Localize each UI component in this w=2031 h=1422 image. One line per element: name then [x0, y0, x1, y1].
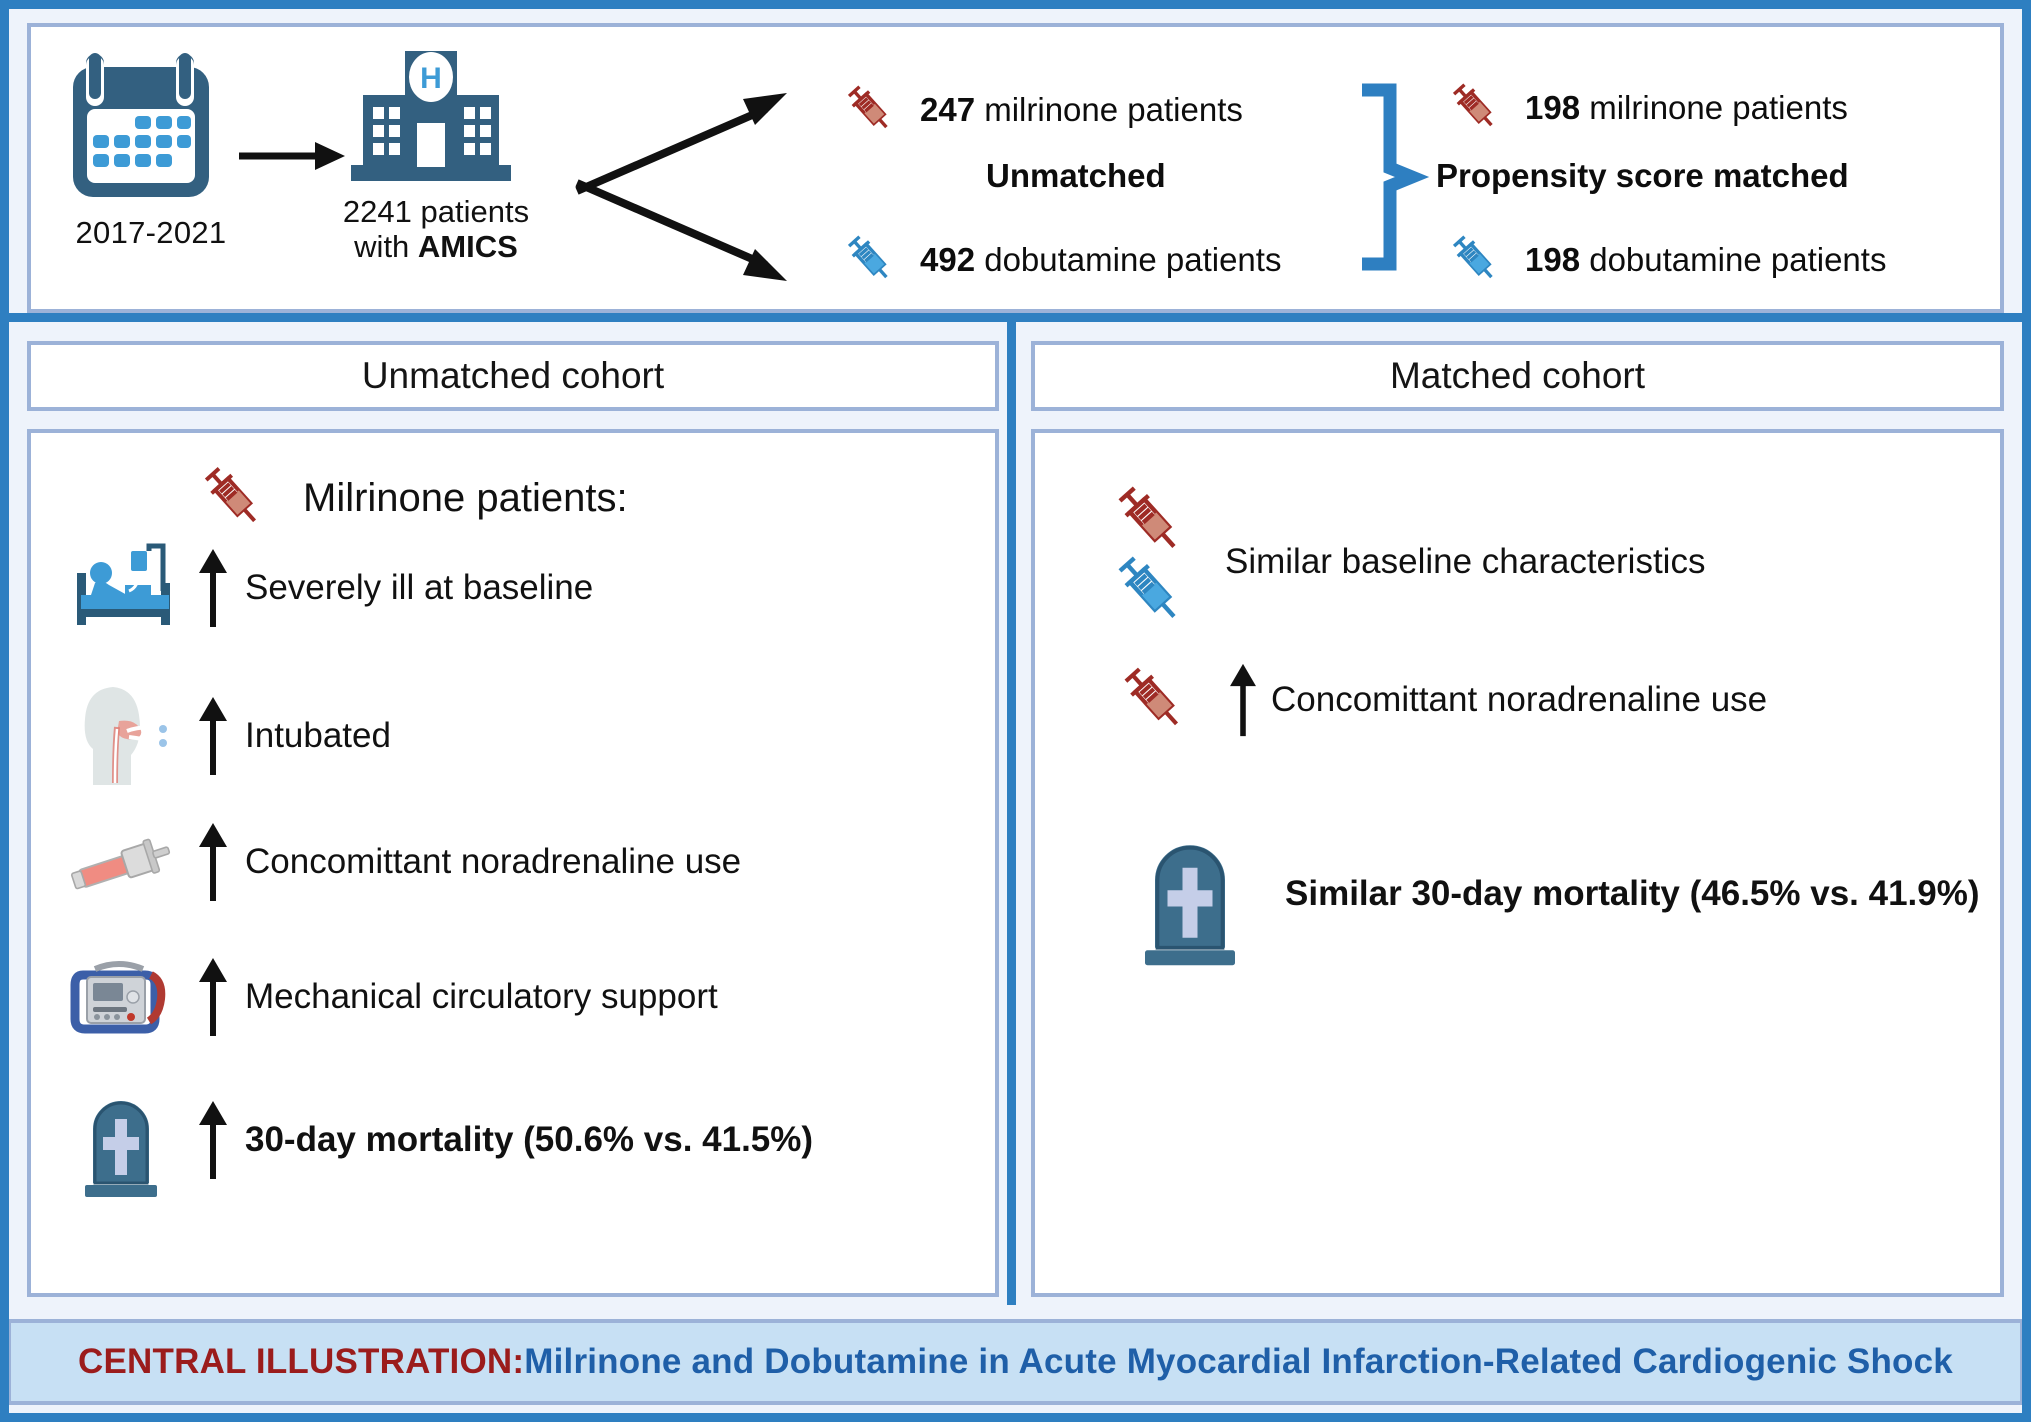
list-item-label: Concomittant noradrenaline use [1271, 680, 1768, 719]
up-arrow-icon [181, 956, 245, 1038]
unmatched-group-label: Unmatched [986, 157, 1166, 194]
study-period-block: 2017-2021 [51, 39, 251, 251]
central-illustration-footer: CENTRAL ILLUSTRATION: Milrinone and Dobu… [9, 1319, 2022, 1405]
list-item-label: Similar baseline characteristics [1225, 542, 1706, 581]
list-item: Similar 30-day mortality (46.5% vs. 41.9… [1095, 819, 1980, 969]
unmatched-dobutamine-row: 492 dobutamine patients [836, 225, 1281, 295]
milrinone-syringe-icon [836, 75, 906, 145]
matched-cohort-header: Matched cohort [1031, 341, 2004, 411]
unmatched-milrinone-label: milrinone patients [975, 91, 1243, 128]
unmatched-milrinone-count: 247 [920, 91, 976, 128]
patient-in-bed-icon [61, 543, 181, 633]
matched-cohort-header-label: Matched cohort [1389, 355, 1646, 396]
two-syringes-icon [1095, 473, 1225, 643]
study-period-label: 2017-2021 [75, 215, 227, 250]
dobutamine-syringe-icon [836, 225, 906, 295]
matched-milrinone-row: 198 milrinone patients [1441, 73, 1848, 143]
tombstone-icon [61, 1081, 181, 1199]
matched-dobutamine-label: dobutamine patients [1580, 241, 1887, 278]
up-arrow-icon [1215, 662, 1271, 738]
dobutamine-syringe-icon [1441, 225, 1511, 295]
hospital-block: H 2241 patients with AMICS [321, 33, 551, 264]
noradrenaline-syringe-icon [61, 825, 181, 899]
list-item: Severely ill at baseline [61, 543, 593, 633]
calendar-icon [51, 39, 251, 209]
study-flow-panel: 2017-2021 H [27, 23, 2004, 313]
up-arrow-icon [181, 1099, 245, 1181]
matched-milrinone-count-text: 198 milrinone patients [1525, 89, 1848, 127]
unmatched-cohort-header: Unmatched cohort [27, 341, 999, 411]
amics-abbrev: AMICS [417, 228, 518, 264]
matched-dobutamine-row: 198 dobutamine patients [1441, 225, 1886, 295]
up-arrow-icon [181, 547, 245, 629]
list-item-label: 30-day mortality (50.6% vs. 41.5%) [245, 1120, 814, 1159]
source-condition: with AMICS [321, 228, 551, 265]
unmatched-cohort-header-label: Unmatched cohort [361, 355, 665, 396]
list-item-label: Intubated [245, 716, 391, 755]
list-item: Similar baseline characteristics [1095, 473, 1705, 643]
matched-dobutamine-count: 198 [1525, 241, 1581, 278]
matched-group-label: Propensity score matched [1436, 157, 1849, 194]
matched-dobutamine-count-text: 198 dobutamine patients [1525, 241, 1886, 279]
list-item-label: Concomittant noradrenaline use [245, 842, 742, 881]
unmatched-milrinone-count-text: 247 milrinone patients [920, 91, 1243, 129]
matched-milrinone-count: 198 [1525, 89, 1581, 126]
tombstone-icon [1095, 819, 1285, 969]
arrow-right-icon [239, 139, 347, 173]
unmatched-cohort-body: Milrinone patients: [27, 429, 999, 1297]
up-arrow-icon [181, 695, 245, 777]
up-arrow-icon [181, 821, 245, 903]
list-item: Concomittant noradrenaline use [61, 821, 741, 903]
milrinone-group-title: Milrinone patients: [191, 455, 628, 541]
list-item: 30-day mortality (50.6% vs. 41.5%) [61, 1081, 813, 1199]
milrinone-group-title-label: Milrinone patients: [303, 475, 628, 520]
arrow-down-right-icon [571, 177, 801, 287]
unmatched-milrinone-row: 247 milrinone patients [836, 75, 1243, 145]
matched-cohort-body: Similar baseline characteristics [1031, 429, 2004, 1297]
hospital-icon: H [321, 33, 551, 193]
matched-milrinone-label: milrinone patients [1580, 89, 1848, 126]
with-prefix: with [354, 228, 418, 264]
milrinone-syringe-icon [191, 455, 277, 541]
footer-prefix: CENTRAL ILLUSTRATION: [78, 1342, 525, 1381]
list-item-label: Severely ill at baseline [245, 568, 594, 607]
list-item: Intubated [61, 683, 391, 789]
footer-title: Milrinone and Dobutamine in Acute Myocar… [524, 1342, 1953, 1381]
vertical-divider [1007, 313, 1016, 1305]
unmatched-dobutamine-count-text: 492 dobutamine patients [920, 241, 1281, 279]
list-item-label: Similar 30-day mortality (46.5% vs. 41.9… [1285, 874, 1980, 913]
list-item-label: Mechanical circulatory support [245, 977, 718, 1016]
unmatched-dobutamine-count: 492 [920, 241, 976, 278]
mcs-device-icon [61, 953, 181, 1041]
brace-icon [1356, 82, 1446, 272]
list-item: Concomittant noradrenaline use [1095, 655, 1767, 745]
arrow-up-right-icon [571, 87, 801, 197]
unmatched-dobutamine-label: dobutamine patients [975, 241, 1282, 278]
milrinone-syringe-icon [1095, 655, 1215, 745]
milrinone-syringe-icon [1441, 73, 1511, 143]
source-population-label: 2241 patients with AMICS [321, 194, 551, 265]
list-item: Mechanical circulatory support [61, 953, 718, 1041]
intubation-head-icon [61, 683, 181, 789]
source-count: 2241 patients [342, 194, 530, 229]
svg-text:H: H [420, 62, 442, 95]
